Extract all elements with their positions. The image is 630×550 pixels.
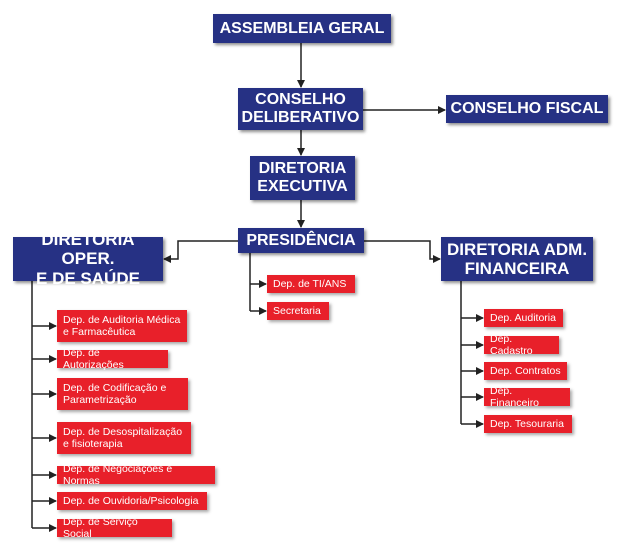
adm-dep-1: Dep. Auditoria (484, 309, 563, 327)
node-assembleia-geral: ASSEMBLEIA GERAL (213, 14, 391, 43)
node-conselho-fiscal: CONSELHO FISCAL (446, 95, 608, 123)
presidencia-dep-1: Dep. de TI/ANS (267, 275, 355, 293)
adm-dep-4: Dep. Financeiro (484, 385, 570, 409)
node-diretoria-oper-saude: DIRETORIA OPER. E DE SAÚDE (13, 230, 163, 288)
oper-dep-2: Dep. de Autorizações (57, 347, 168, 371)
adm-dep-5: Dep. Tesouraria (484, 415, 572, 433)
node-diretoria-adm-financeira: DIRETORIA ADM. FINANCEIRA (441, 237, 593, 281)
arrow-presidencia-to-oper (163, 240, 238, 263)
oper-dep-4: Dep. de Desospitalização e fisioterapia (57, 422, 191, 454)
adm-dep-3: Dep. Contratos (484, 362, 567, 380)
oper-dep-6: Dep. de Ouvidoria/Psicologia (57, 492, 207, 510)
node-diretoria-executiva: DIRETORIA EXECUTIVA (250, 156, 355, 200)
arrow-presidencia-to-adm (364, 240, 441, 263)
node-presidencia: PRESIDÊNCIA (238, 228, 364, 253)
adm-dep-2: Dep. Cadastro (484, 333, 559, 357)
node-conselho-deliberativo: CONSELHO DELIBERATIVO (238, 88, 363, 130)
oper-dep-7: Dep. de Serviço Social (57, 516, 172, 540)
oper-dep-5: Dep. de Negociações e Normas (57, 463, 215, 487)
oper-dep-1: Dep. de Auditoria Médica e Farmacêutica (57, 310, 187, 342)
oper-dep-3: Dep. de Codificação e Parametrização (57, 378, 188, 410)
presidencia-dep-2: Secretaria (267, 302, 329, 320)
